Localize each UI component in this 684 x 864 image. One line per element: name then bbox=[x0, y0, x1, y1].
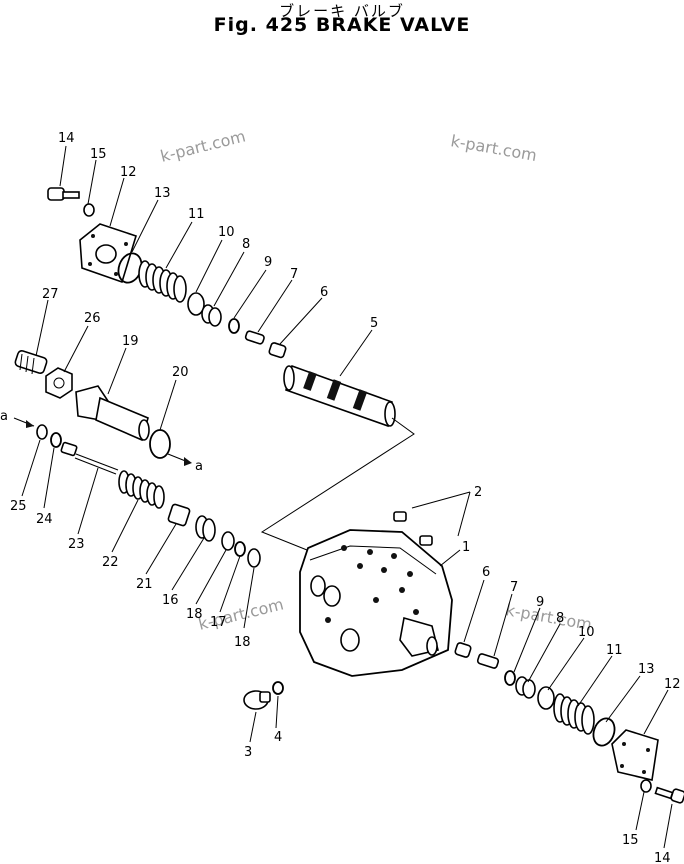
label-14-upper: 14 bbox=[58, 131, 75, 146]
label-11-upper: 11 bbox=[188, 207, 205, 222]
watermark-1: k-part.com bbox=[158, 126, 247, 166]
label-9-upper: 9 bbox=[264, 255, 272, 270]
part-8-seat-upper bbox=[201, 304, 222, 327]
label-7-lower: 7 bbox=[510, 580, 518, 595]
label-10-upper: 10 bbox=[218, 225, 235, 240]
ref-a-right: a bbox=[195, 459, 203, 474]
label-26: 26 bbox=[84, 311, 101, 326]
part-14-bolt-upper bbox=[47, 187, 80, 201]
part-15-washer-upper bbox=[83, 203, 95, 217]
part-18-ring-2 bbox=[247, 548, 261, 568]
part-27-plug bbox=[14, 349, 48, 375]
part-labels: 14 15 12 13 11 10 8 9 7 6 5 27 26 19 20 … bbox=[10, 131, 681, 864]
label-18-a: 18 bbox=[186, 607, 203, 622]
part-10-retainer-lower bbox=[537, 686, 555, 710]
part-2-plug-b bbox=[419, 535, 433, 546]
label-11-lower: 11 bbox=[606, 643, 623, 658]
label-20: 20 bbox=[172, 365, 189, 380]
label-13-upper: 13 bbox=[154, 186, 171, 201]
label-8-lower: 8 bbox=[556, 611, 564, 626]
part-11-spring-lower bbox=[553, 693, 595, 735]
part-17-o-ring bbox=[234, 541, 246, 557]
label-15-upper: 15 bbox=[90, 147, 107, 162]
label-14-lower: 14 bbox=[654, 851, 671, 864]
part-5-spool bbox=[283, 364, 396, 428]
label-7-upper: 7 bbox=[290, 267, 298, 282]
label-24: 24 bbox=[36, 512, 53, 527]
label-25: 25 bbox=[10, 499, 27, 514]
label-10-lower: 10 bbox=[578, 625, 595, 640]
part-6-plug-upper bbox=[268, 342, 287, 359]
part-10-retainer-upper bbox=[187, 292, 205, 316]
part-19-sleeve bbox=[75, 385, 150, 442]
label-6-upper: 6 bbox=[320, 285, 328, 300]
diagram-subtitle-japanese: ブレーキ バルブ bbox=[279, 2, 405, 20]
part-24-backup-ring bbox=[50, 432, 62, 448]
part-7-spring-lower bbox=[476, 653, 500, 669]
label-2: 2 bbox=[474, 485, 482, 500]
label-27: 27 bbox=[42, 287, 59, 302]
label-17: 17 bbox=[210, 615, 227, 630]
label-19: 19 bbox=[122, 334, 139, 349]
label-21: 21 bbox=[136, 577, 153, 592]
part-2-plug-a bbox=[393, 511, 407, 522]
label-23: 23 bbox=[68, 537, 85, 552]
part-6-plug-lower bbox=[454, 642, 472, 658]
label-6-lower: 6 bbox=[482, 565, 490, 580]
label-4: 4 bbox=[274, 730, 282, 745]
label-18-b: 18 bbox=[234, 635, 251, 650]
label-1: 1 bbox=[462, 540, 470, 555]
part-7-spring-upper bbox=[244, 330, 265, 345]
label-9-lower: 9 bbox=[536, 595, 544, 610]
label-8-upper: 8 bbox=[242, 237, 250, 252]
part-18-ring-1 bbox=[221, 531, 235, 551]
part-8-seat-lower bbox=[515, 676, 536, 699]
diagram-title: Fig. 425 BRAKE VALVE bbox=[213, 14, 471, 36]
part-25-ring bbox=[36, 424, 48, 440]
label-15-lower: 15 bbox=[622, 833, 639, 848]
part-3-plug bbox=[243, 690, 271, 710]
label-12-lower: 12 bbox=[664, 677, 681, 692]
label-5: 5 bbox=[370, 316, 378, 331]
part-14-bolt-lower bbox=[654, 786, 684, 804]
label-3: 3 bbox=[244, 745, 252, 760]
part-9-o-ring-lower bbox=[504, 670, 516, 686]
part-26-nut bbox=[45, 367, 73, 399]
part-12-cover-lower bbox=[611, 729, 659, 781]
label-12-upper: 12 bbox=[120, 165, 137, 180]
part-12-cover-upper bbox=[79, 223, 137, 284]
part-9-o-ring-upper bbox=[228, 318, 240, 334]
label-22: 22 bbox=[102, 555, 119, 570]
part-20-o-ring bbox=[149, 429, 171, 459]
part-21-piston bbox=[167, 503, 191, 527]
ref-a-left: a bbox=[0, 409, 8, 424]
assembly-line-spool bbox=[260, 417, 415, 553]
part-11-spring-upper bbox=[138, 260, 187, 303]
part-16-seat bbox=[195, 515, 216, 542]
part-23-rod bbox=[60, 441, 119, 475]
part-15-washer-lower bbox=[640, 779, 652, 793]
label-16: 16 bbox=[162, 593, 179, 608]
label-13-lower: 13 bbox=[638, 662, 655, 677]
part-1-valve-body bbox=[299, 529, 453, 677]
part-4-o-ring bbox=[272, 681, 284, 695]
leader-lines bbox=[21, 145, 673, 849]
watermark-2: k-part.com bbox=[449, 131, 538, 165]
part-22-spring bbox=[118, 470, 165, 509]
